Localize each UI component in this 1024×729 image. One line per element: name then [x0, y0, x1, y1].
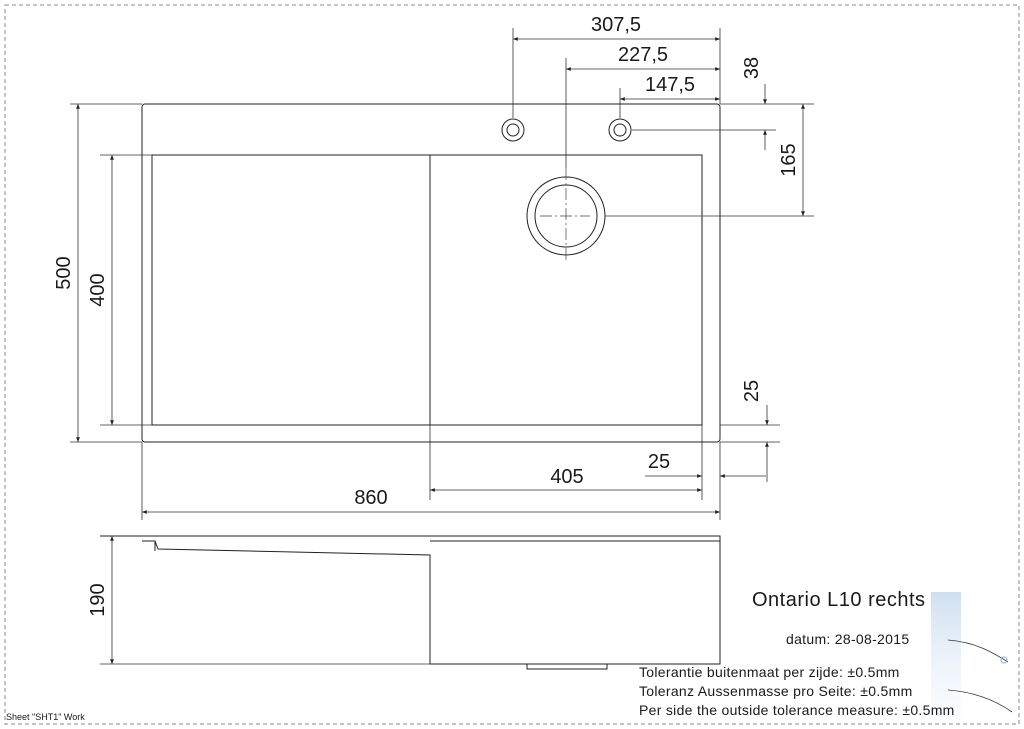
- tolerance-english: Per side the outside tolerance measure: …: [639, 702, 955, 718]
- drawing-date: datum: 28-08-2015: [786, 631, 909, 647]
- bottom-dimensions: [141, 425, 766, 520]
- tap-hole-left: [501, 118, 525, 142]
- dim-227-5: 227,5: [618, 44, 668, 66]
- dim-147-5: 147,5: [645, 74, 695, 96]
- dim-400: 400: [87, 273, 109, 306]
- dim-25-horizontal: 25: [648, 451, 670, 473]
- tap-hole-right: [608, 118, 632, 142]
- dim-25-vertical: 25: [741, 380, 763, 402]
- dim-500: 500: [53, 256, 75, 289]
- dim-190: 190: [87, 583, 109, 616]
- dim-165: 165: [778, 143, 800, 176]
- top-dimensions: [512, 28, 721, 168]
- brand-watermark: [931, 592, 1013, 722]
- dim-405: 405: [550, 466, 583, 488]
- drawing-title: Ontario L10 rechts: [752, 589, 926, 611]
- right-dimensions: [605, 84, 814, 482]
- sheet-label: Sheet "SHT1" Work: [6, 712, 85, 722]
- sink-side-profile: [100, 535, 721, 670]
- dim-860: 860: [354, 487, 387, 509]
- dim-38: 38: [741, 57, 763, 79]
- sink-top-outline: [141, 103, 721, 443]
- sheet-border: [4, 4, 1020, 725]
- tolerance-german: Toleranz Aussenmasse pro Seite: ±0.5mm: [639, 683, 913, 699]
- tolerance-dutch: Tolerantie buitenmaat per zijde: ±0.5mm: [639, 664, 900, 680]
- dim-307-5: 307,5: [591, 14, 641, 36]
- left-dimensions: [70, 103, 152, 443]
